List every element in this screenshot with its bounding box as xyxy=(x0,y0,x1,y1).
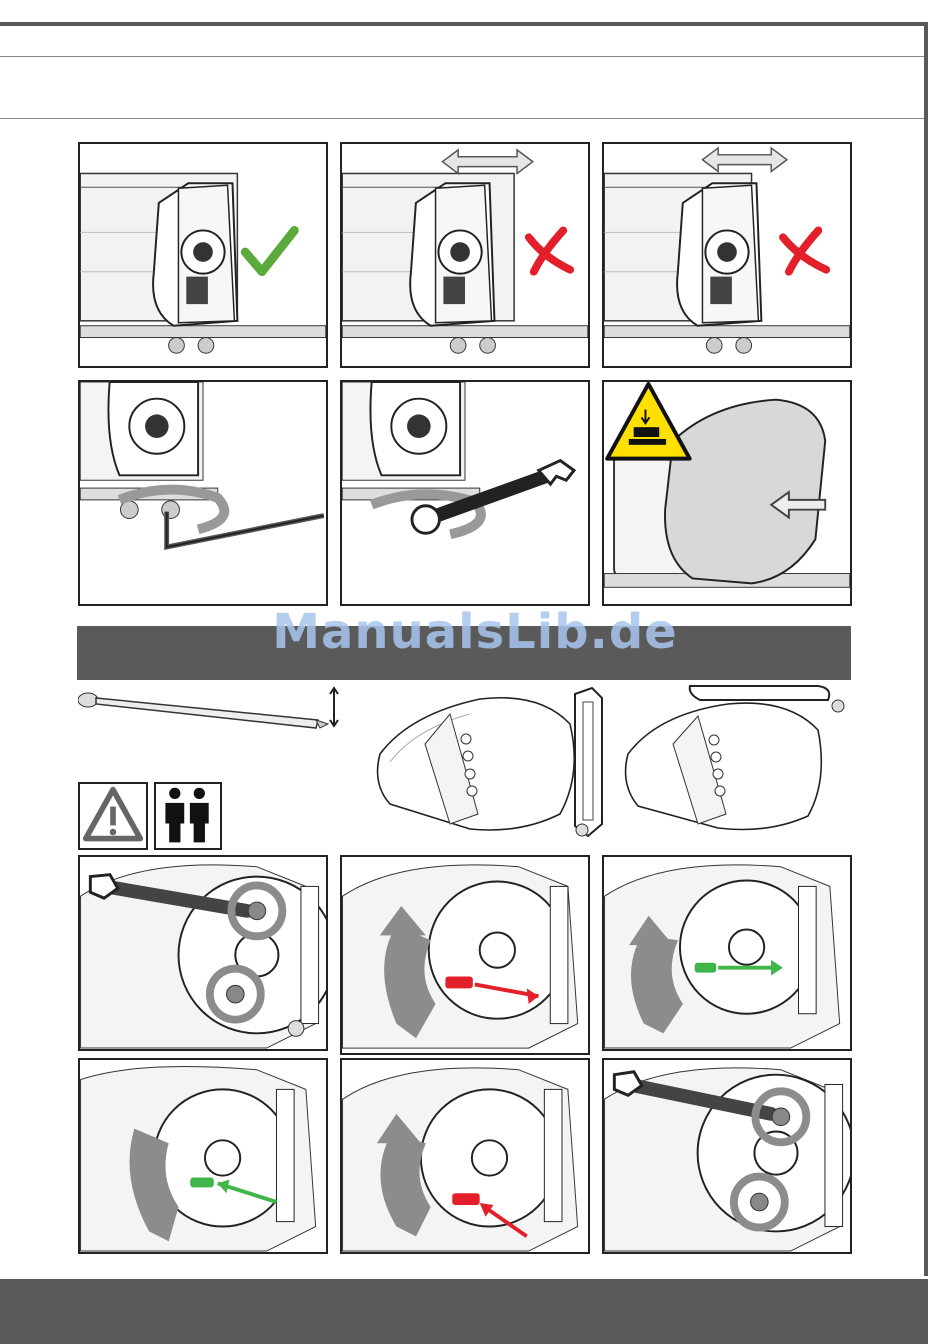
page-top-border xyxy=(0,22,928,26)
fig-end-cap-bracket-right xyxy=(370,684,615,844)
green-arrow-icon xyxy=(80,1060,326,1252)
fig-tension-green-pin xyxy=(602,855,852,1051)
check-icon xyxy=(80,144,326,366)
rotate-arrow-icon xyxy=(80,857,326,1049)
general-warning-pictogram xyxy=(78,782,148,850)
red-arrow-icon xyxy=(342,1060,588,1252)
green-arrow-icon xyxy=(604,857,850,1049)
warning-triangle-icon xyxy=(80,784,146,848)
header-rule-2 xyxy=(0,118,924,119)
fig-wrench-rotate xyxy=(340,380,590,606)
fig-tighten-bolts xyxy=(602,1058,852,1254)
two-persons-pictogram xyxy=(154,782,222,850)
fig-cap-aligned xyxy=(78,142,328,368)
fig-insert-green-pin xyxy=(78,1058,328,1254)
fig-cap-right-offset xyxy=(602,142,852,368)
cross-icon xyxy=(342,144,588,366)
allen-key-icon xyxy=(80,382,326,604)
fig-allen-key-rotate xyxy=(78,380,328,606)
fig-insert-red-pin xyxy=(340,1058,590,1254)
vertical-double-arrow-icon xyxy=(78,686,348,746)
red-arrow-icon xyxy=(342,857,588,1053)
two-persons-icon xyxy=(156,784,220,848)
fig-cap-left-offset xyxy=(340,142,590,368)
fig-tension-red-pin xyxy=(340,855,590,1055)
fig-arm-height-adjust xyxy=(78,686,348,746)
rotate-arrow-icon xyxy=(604,1060,850,1252)
watermark-text: ManualsLib.de xyxy=(0,604,950,660)
cross-icon xyxy=(604,144,850,366)
hand-crush-warning-icon xyxy=(604,382,850,604)
fig-cover-install xyxy=(602,380,852,606)
wrench-icon xyxy=(342,382,588,604)
footer-band xyxy=(0,1276,928,1344)
header-rule-1 xyxy=(0,56,924,57)
fig-loosen-bolts xyxy=(78,855,328,1051)
fig-end-cap-bracket-top xyxy=(618,680,858,840)
